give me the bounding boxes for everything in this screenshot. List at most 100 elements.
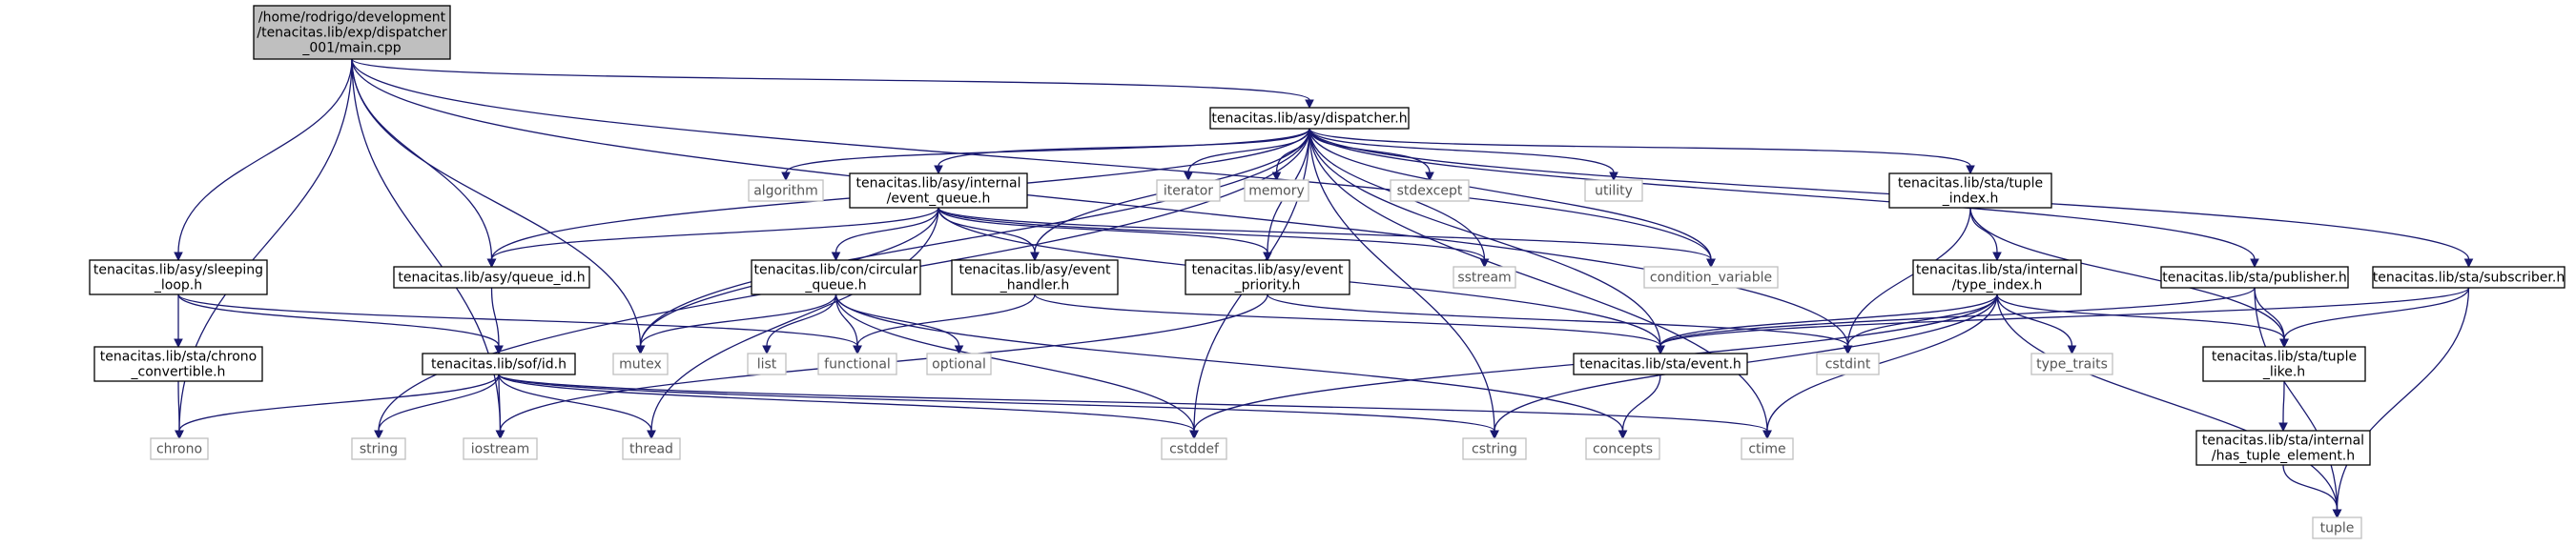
edge-sleeping_loop-to-sof_id — [177, 293, 504, 355]
edge-line — [2282, 464, 2339, 511]
node-box — [463, 437, 538, 460]
edge-line — [498, 374, 1768, 432]
edge-arrowhead — [2250, 258, 2259, 269]
node-box — [849, 172, 1028, 209]
edge-event_handler-to-event — [1034, 293, 1665, 355]
edge-line — [351, 58, 1712, 260]
node-subscriber[interactable]: tenacitas.lib/sta/subscriber.h — [2372, 266, 2566, 289]
edge-arrowhead — [2463, 258, 2474, 269]
node-box — [351, 437, 406, 460]
edge-subscriber-to-tuple — [2332, 287, 2470, 519]
edge-event_queue-to-queue_id — [486, 207, 939, 269]
node-cstring: cstring — [1462, 437, 1527, 460]
edge-line — [835, 293, 858, 347]
edge-line — [2254, 287, 2285, 340]
node-event-priority[interactable]: tenacitas.lib/asy/event_priority.h — [1185, 259, 1350, 295]
edge-event-to-concepts — [1618, 374, 1661, 440]
node-box — [1161, 437, 1227, 460]
node-chrono-convertible[interactable]: tenacitas.lib/sta/chrono_convertible.h — [93, 346, 263, 382]
node-label: stdexcept — [1397, 184, 1463, 199]
node-functional: functional — [817, 353, 897, 375]
edge-line — [177, 293, 500, 347]
edge-main-to-dispatcher — [351, 58, 1314, 110]
edge-line — [498, 374, 502, 432]
node-box — [1585, 437, 1660, 460]
node-tuple-index[interactable]: tenacitas.lib/sta/tuple_index.h — [1888, 172, 2052, 209]
edge-line — [835, 293, 1624, 432]
node-box — [1573, 353, 1748, 375]
edge-line — [1996, 293, 2073, 347]
edge-line — [2283, 287, 2470, 340]
node-stdexcept: stdexcept — [1390, 179, 1470, 202]
node-label: tenacitas.lib/sta/event.h — [1579, 357, 1741, 373]
node-label: tenacitas.lib/asy/dispatcher.h — [1211, 111, 1407, 127]
node-label: type_traits — [2036, 357, 2108, 373]
edge-type_index-to-type_traits — [1996, 293, 2077, 355]
node-label: /type_index.h — [1952, 278, 2043, 293]
edge-subscriber-to-tuple_like — [2279, 287, 2470, 349]
edge-line — [1309, 128, 1431, 173]
edge-line — [1309, 128, 1768, 432]
edge-line — [639, 128, 1310, 347]
edge-line — [856, 293, 1036, 347]
edge-line — [2254, 287, 2339, 511]
node-label: _convertible.h — [131, 365, 226, 380]
node-dispatcher[interactable]: tenacitas.lib/asy/dispatcher.h — [1209, 107, 1410, 130]
edge-arrowhead — [1271, 172, 1282, 182]
edge-arrowhead — [174, 338, 183, 349]
node-main[interactable]: /home/rodrigo/development/tenacitas.lib/… — [253, 5, 451, 60]
node-label: /has_tuple_element.h — [2212, 449, 2355, 464]
edge-arrowhead — [2279, 338, 2289, 349]
edge-event_queue-to-circular_queue — [831, 207, 939, 262]
node-label: cstdint — [1825, 357, 1871, 373]
node-string: string — [351, 437, 406, 460]
edge-arrowhead — [635, 345, 646, 355]
edge-line — [1309, 128, 1495, 432]
node-label: _loop.h — [154, 278, 202, 293]
node-box — [817, 353, 897, 375]
node-box — [393, 266, 590, 289]
edge-has_tuple_element-to-tuple — [2282, 464, 2342, 519]
edge-arrowhead — [1618, 430, 1628, 440]
node-event-handler[interactable]: tenacitas.lib/asy/event_handler.h — [951, 259, 1119, 295]
edge-dispatcher-to-event_queue — [934, 128, 1310, 175]
node-label: optional — [932, 357, 986, 373]
edge-arrowhead — [781, 172, 791, 182]
edge-line — [1309, 128, 1615, 173]
edge-arrowhead — [1184, 172, 1193, 182]
edge-line — [938, 207, 1486, 260]
node-event[interactable]: tenacitas.lib/sta/event.h — [1573, 353, 1748, 375]
node-memory: memory — [1244, 179, 1309, 202]
node-has-tuple-element[interactable]: tenacitas.lib/sta/internal/has_tuple_ele… — [2195, 430, 2371, 466]
node-ctime: ctime — [1741, 437, 1794, 460]
edge-sof_id-to-string — [374, 374, 500, 440]
node-label: tenacitas.lib/sta/subscriber.h — [2373, 271, 2565, 286]
edge-dispatcher-to-publisher — [1309, 128, 2259, 269]
edge-sleeping_loop-to-functional — [177, 293, 862, 355]
node-box — [1888, 172, 2052, 209]
node-box — [1912, 259, 2082, 295]
node-publisher[interactable]: tenacitas.lib/sta/publisher.h — [2160, 266, 2349, 289]
node-box — [1584, 179, 1643, 202]
node-sleeping-loop[interactable]: tenacitas.lib/asy/sleeping_loop.h — [89, 259, 268, 295]
node-label: tenacitas.lib/asy/sleeping — [93, 263, 263, 278]
node-type-index[interactable]: tenacitas.lib/sta/internal/type_index.h — [1912, 259, 2082, 295]
node-circular-queue[interactable]: tenacitas.lib/con/circular_queue.h — [751, 259, 921, 295]
node-thread: thread — [622, 437, 681, 460]
node-box — [748, 179, 824, 202]
edge-sof_id-to-thread — [498, 374, 656, 440]
edge-arrowhead — [2067, 345, 2077, 355]
edge-line — [1996, 293, 2339, 511]
node-box — [1741, 437, 1794, 460]
node-box — [612, 353, 669, 375]
node-tuple-like[interactable]: tenacitas.lib/sta/tuple_like.h — [2202, 346, 2366, 382]
node-queue-id[interactable]: tenacitas.lib/asy/queue_id.h — [393, 266, 590, 289]
node-label: tuple — [2320, 521, 2355, 536]
node-sof-id[interactable]: tenacitas.lib/sof/id.h — [422, 353, 576, 375]
edge-arrowhead — [1992, 252, 2002, 262]
node-label: tenacitas.lib/sta/internal — [2202, 434, 2364, 449]
edge-line — [498, 374, 1195, 432]
edge-line — [766, 293, 837, 347]
node-event-queue[interactable]: tenacitas.lib/asy/internal/event_queue.h — [849, 172, 1028, 209]
